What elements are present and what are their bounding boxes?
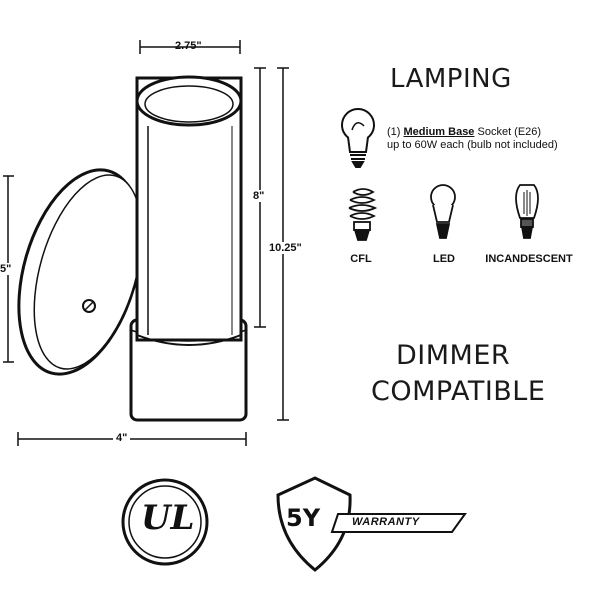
socket-type: Medium Base [403,126,475,138]
total-height-label: 10.25" [269,242,302,254]
warranty-shield [276,476,467,572]
depth-label: 4" [113,432,131,444]
socket-bulb-icon [341,108,375,168]
backplate-height-label: 5" [0,263,12,275]
cfl-bulb-icon [348,188,378,241]
ul-logo-text: UL [141,498,195,538]
dimension-line-depth [17,432,247,446]
warranty-label: WARRANTY [352,516,420,528]
socket-qty: (1) [387,126,401,138]
bulb-label-led: LED [433,253,455,265]
cylinder-shade [135,75,243,346]
led-bulb-icon [430,184,456,239]
shade-height-label: 8" [253,190,265,202]
width-top-label: 2.75" [175,40,202,52]
socket-word: Socket (E26) [477,126,542,138]
dimmer-line-2: COMPATIBLE [371,376,546,407]
dimmer-line-1: DIMMER [396,340,511,371]
dimension-line-top-width [139,40,241,54]
backplate [17,168,143,376]
wattage-note: up to 60W each (bulb not included) [387,139,558,151]
incandescent-bulb-icon [515,184,539,239]
warranty-years: 5Y [286,504,321,532]
bulb-label-incandescent: INCANDESCENT [485,253,573,265]
lamping-title: LAMPING [390,64,512,94]
bulb-label-cfl: CFL [350,253,372,265]
ul-logo [121,478,209,566]
socket-description: (1) Medium Base Socket (E26) up to 60W e… [387,126,592,152]
